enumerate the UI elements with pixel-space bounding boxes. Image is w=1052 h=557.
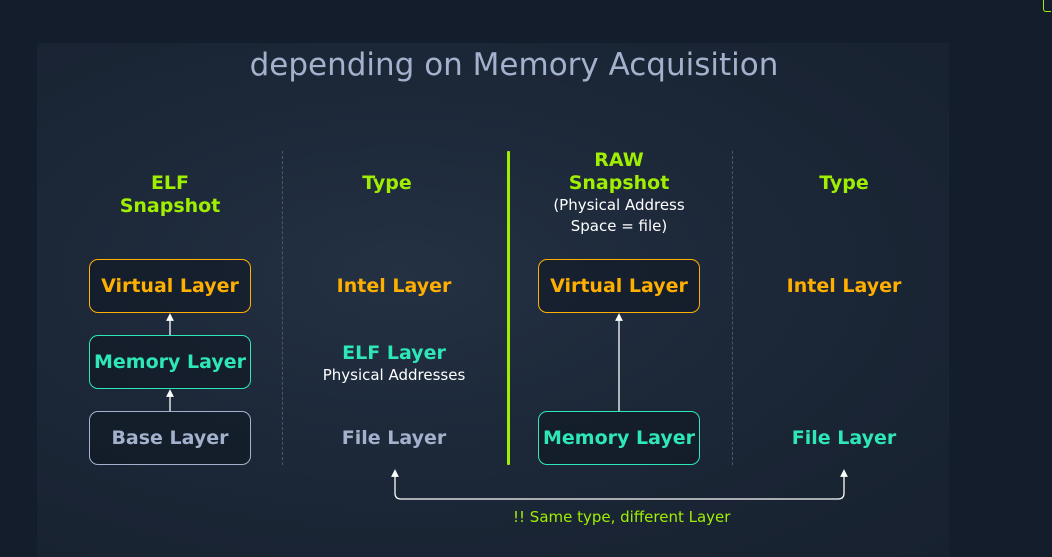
heading-subtext: Space = file) (570, 217, 668, 235)
memory-layer-box: Memory Layer (89, 335, 251, 389)
heading-line: Snapshot (119, 195, 221, 217)
physical-addresses-label: Physical Addresses (322, 366, 466, 384)
heading-line: ELF (150, 172, 190, 194)
base-layer-box: Base Layer (89, 411, 251, 465)
slide-canvas: depending on Memory Acquisition ELF Snap… (37, 43, 949, 557)
corner-bracket-icon (1043, 0, 1051, 12)
intel-layer-label: Intel Layer (336, 275, 452, 297)
file-layer-label: File Layer (791, 427, 897, 449)
elf-layer-label: ELF Layer (342, 342, 446, 364)
type-heading: Type (362, 172, 412, 194)
heading-line: Snapshot (568, 172, 670, 194)
heading-line: RAW (594, 149, 644, 171)
slide-title: depending on Memory Acquisition (249, 47, 779, 83)
dashed-separator (282, 151, 283, 465)
dashed-separator (732, 151, 733, 465)
file-layer-label: File Layer (341, 427, 447, 449)
virtual-layer-box: Virtual Layer (538, 259, 700, 313)
bracket-arrow (391, 469, 848, 500)
memory-layer-box: Memory Layer (538, 411, 700, 465)
raw-snapshot-heading: RAW Snapshot (Physical Address Space = f… (519, 149, 719, 237)
same-type-note: !! Same type, different Layer (513, 508, 731, 526)
elf-snapshot-heading: ELF Snapshot (89, 172, 251, 218)
intel-layer-label: Intel Layer (786, 275, 902, 297)
virtual-layer-box: Virtual Layer (89, 259, 251, 313)
heading-subtext: (Physical Address (553, 196, 685, 214)
vertical-divider (507, 151, 510, 465)
type-heading: Type (819, 172, 869, 194)
connector-arrows (166, 313, 848, 500)
